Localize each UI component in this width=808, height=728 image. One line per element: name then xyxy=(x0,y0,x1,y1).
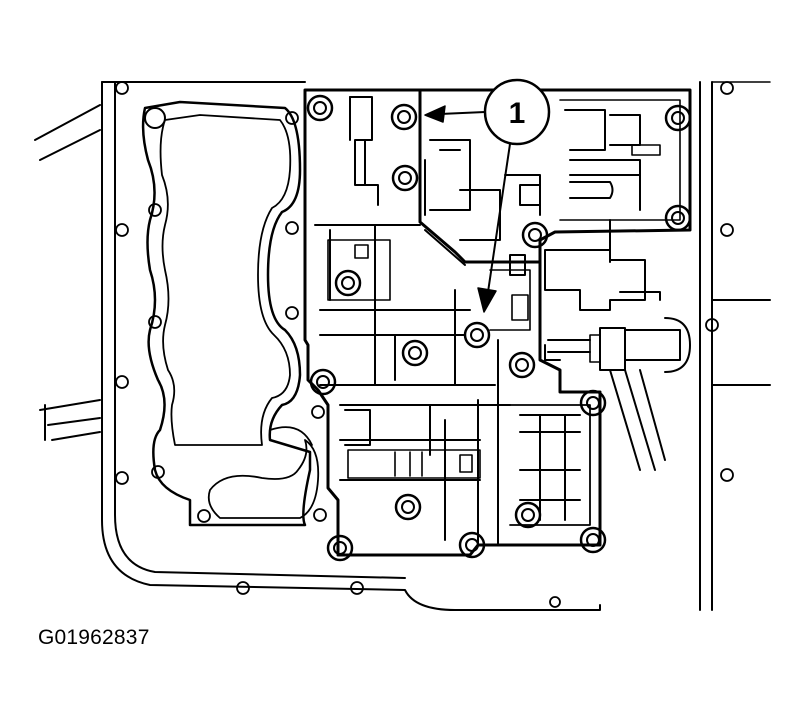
leader-line-lower xyxy=(487,143,511,293)
bolt-2 xyxy=(390,103,418,131)
valve-body-bolts xyxy=(306,94,692,562)
bolt-8-callout xyxy=(463,321,491,349)
leader-line-upper xyxy=(439,111,486,115)
bolt-4 xyxy=(664,104,692,132)
bolt-14 xyxy=(514,501,542,529)
bolt-13 xyxy=(394,493,422,521)
figure-id: G01962837 xyxy=(38,626,150,649)
transmission-case xyxy=(34,81,771,611)
left-cover xyxy=(141,100,327,527)
bolt-9 xyxy=(401,339,429,367)
case-bolts xyxy=(115,81,734,608)
valve-body xyxy=(303,88,692,557)
electrical-connector xyxy=(544,219,691,471)
callout-number: 1 xyxy=(509,97,526,130)
bolt-7 xyxy=(334,269,362,297)
bolt-6 xyxy=(521,221,549,249)
arrowhead-upper xyxy=(424,105,446,123)
bolt-3 xyxy=(391,164,419,192)
callout-1: 1 xyxy=(424,78,551,313)
bolt-12 xyxy=(579,389,607,417)
bolt-15 xyxy=(326,534,354,562)
bolt-10 xyxy=(508,351,536,379)
arrowhead-lower xyxy=(477,287,497,313)
bolt-1 xyxy=(306,94,334,122)
bolt-17 xyxy=(579,526,607,554)
bolt-11 xyxy=(309,368,337,396)
bolt-5 xyxy=(664,204,692,232)
bolt-16 xyxy=(458,531,486,559)
